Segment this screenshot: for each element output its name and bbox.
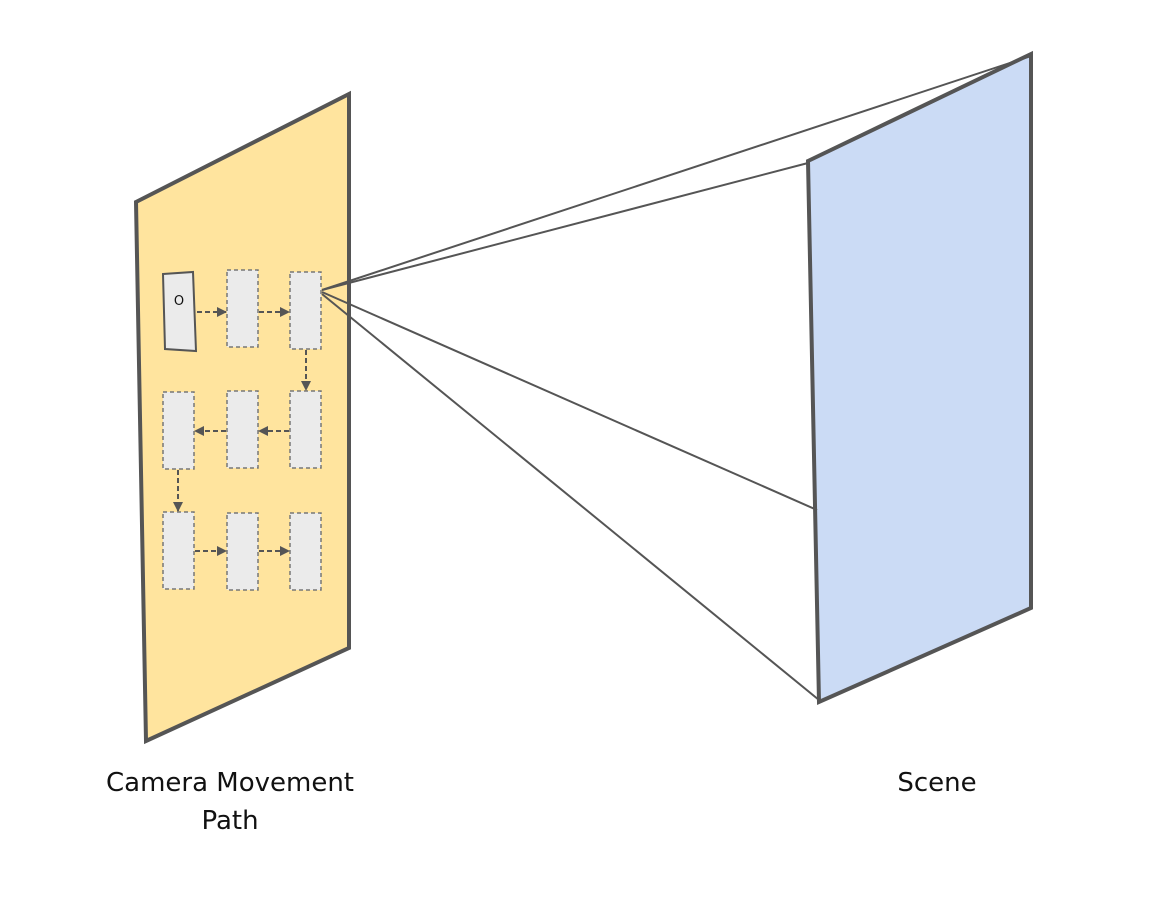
frustum-line-top-near xyxy=(321,162,809,291)
view-frustum-lines xyxy=(321,55,1032,701)
frustum-line-top-far xyxy=(321,55,1032,291)
camera-path-arrows xyxy=(173,307,311,556)
camera-frame-r3c1 xyxy=(162,511,195,590)
camera-label-line1: Camera Movement xyxy=(105,768,354,798)
camera-label-line2: Path xyxy=(201,806,259,836)
camera-path-frames xyxy=(162,269,322,591)
frustum-line-mid xyxy=(321,291,818,511)
camera-start-frame xyxy=(161,270,198,353)
scene-label: Scene xyxy=(837,764,1037,802)
camera-frame-r1c2 xyxy=(226,269,259,348)
camera-start-marker: O xyxy=(174,294,184,309)
frustum-line-bottom xyxy=(321,293,820,701)
camera-frame-r2c3 xyxy=(289,390,322,469)
camera-frame-r2c2 xyxy=(226,390,259,469)
camera-frame-r1c3 xyxy=(289,271,322,350)
camera-frame-r3c2 xyxy=(226,512,259,591)
scene-label-text: Scene xyxy=(897,768,977,798)
scene-plane xyxy=(805,50,1033,706)
camera-frame-r2c1 xyxy=(162,391,195,470)
camera-frame-r3c3 xyxy=(289,512,322,591)
camera-movement-path-label: Camera Movement Path xyxy=(60,764,400,840)
